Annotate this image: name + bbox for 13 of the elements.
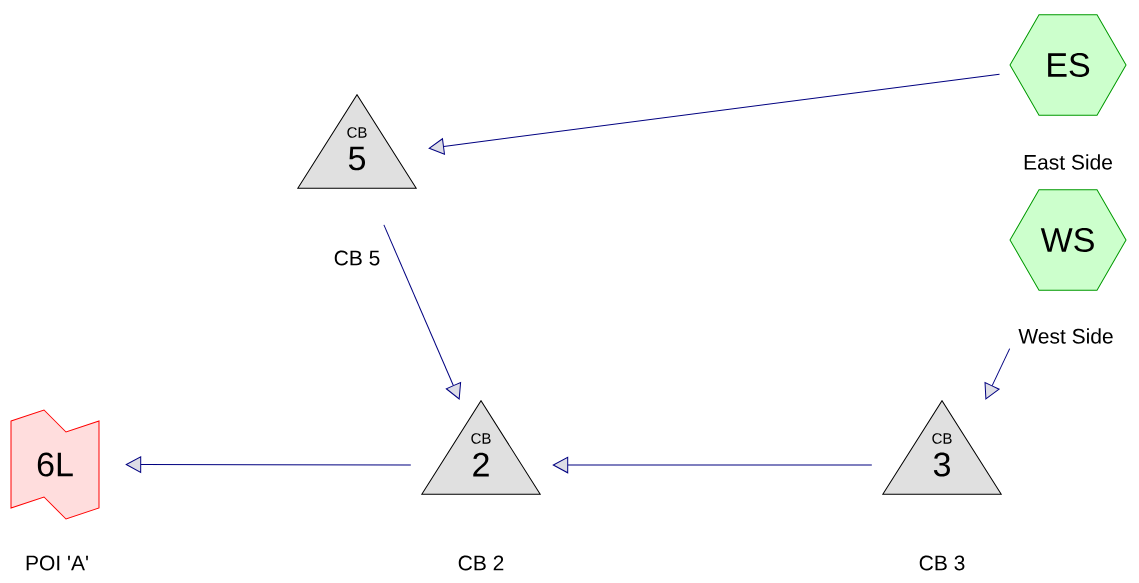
node-caption: CB 2 <box>458 555 504 571</box>
arrow <box>428 73 1000 155</box>
arrow <box>125 456 412 473</box>
text-label: East Side <box>1024 154 1112 170</box>
node-caption: CB 5 <box>334 250 380 266</box>
node-caption: West Side <box>1018 328 1113 344</box>
station-hexagon: WS <box>1009 189 1127 291</box>
station-hexagon: ES <box>1009 14 1127 116</box>
node-caption: POI 'A' <box>26 555 88 571</box>
arrow <box>984 348 1011 400</box>
arrow <box>552 456 873 474</box>
node-caption: CB 3 <box>919 555 965 571</box>
arrow <box>383 224 462 400</box>
